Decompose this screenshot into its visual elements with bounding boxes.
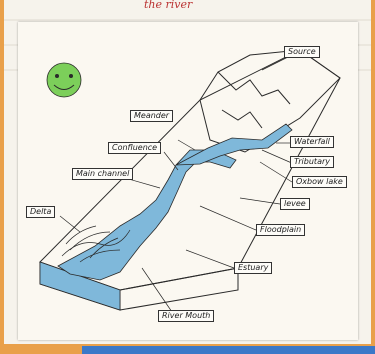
label-waterfall: Waterfall [290,136,334,148]
label-main-channel: Main channel [72,168,133,180]
label-meander: Meander [130,110,173,122]
label-floodplain: Floodplain [256,224,305,236]
smiley-face-icon [47,63,81,97]
background-corner [0,344,82,354]
label-delta: Delta [26,206,55,218]
label-estuary: Estuary [234,262,272,274]
blue-folder-edge [82,346,375,354]
label-oxbow-lake: Oxbow lake [292,176,347,188]
label-tributary: Tributary [290,156,334,168]
label-source: Source [284,46,320,58]
label-river-mouth: River Mouth [158,310,214,322]
label-confluence: Confluence [108,142,161,154]
label-levee: levee [280,198,310,210]
